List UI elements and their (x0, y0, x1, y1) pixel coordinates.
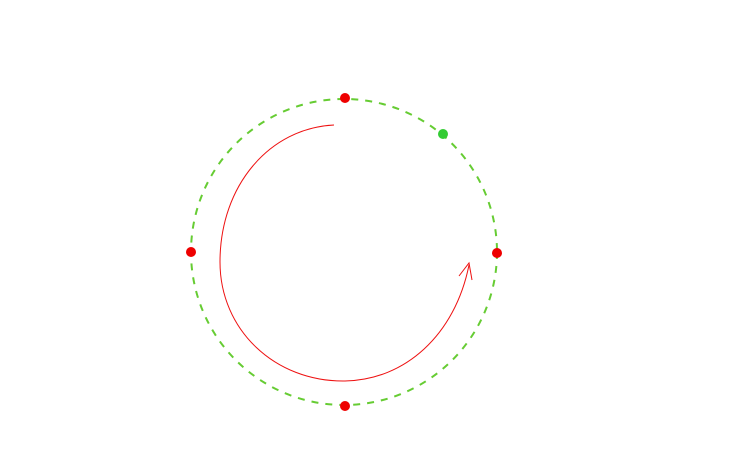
top-marker (340, 93, 350, 103)
rotation-arrow-head (458, 261, 473, 281)
upper-right-marker (438, 129, 448, 139)
rotation-arrow-arc (219, 124, 470, 382)
bottom-marker (340, 401, 350, 411)
left-marker (186, 247, 196, 257)
right-marker (492, 248, 502, 258)
dashed-orbit-circle (190, 98, 498, 406)
